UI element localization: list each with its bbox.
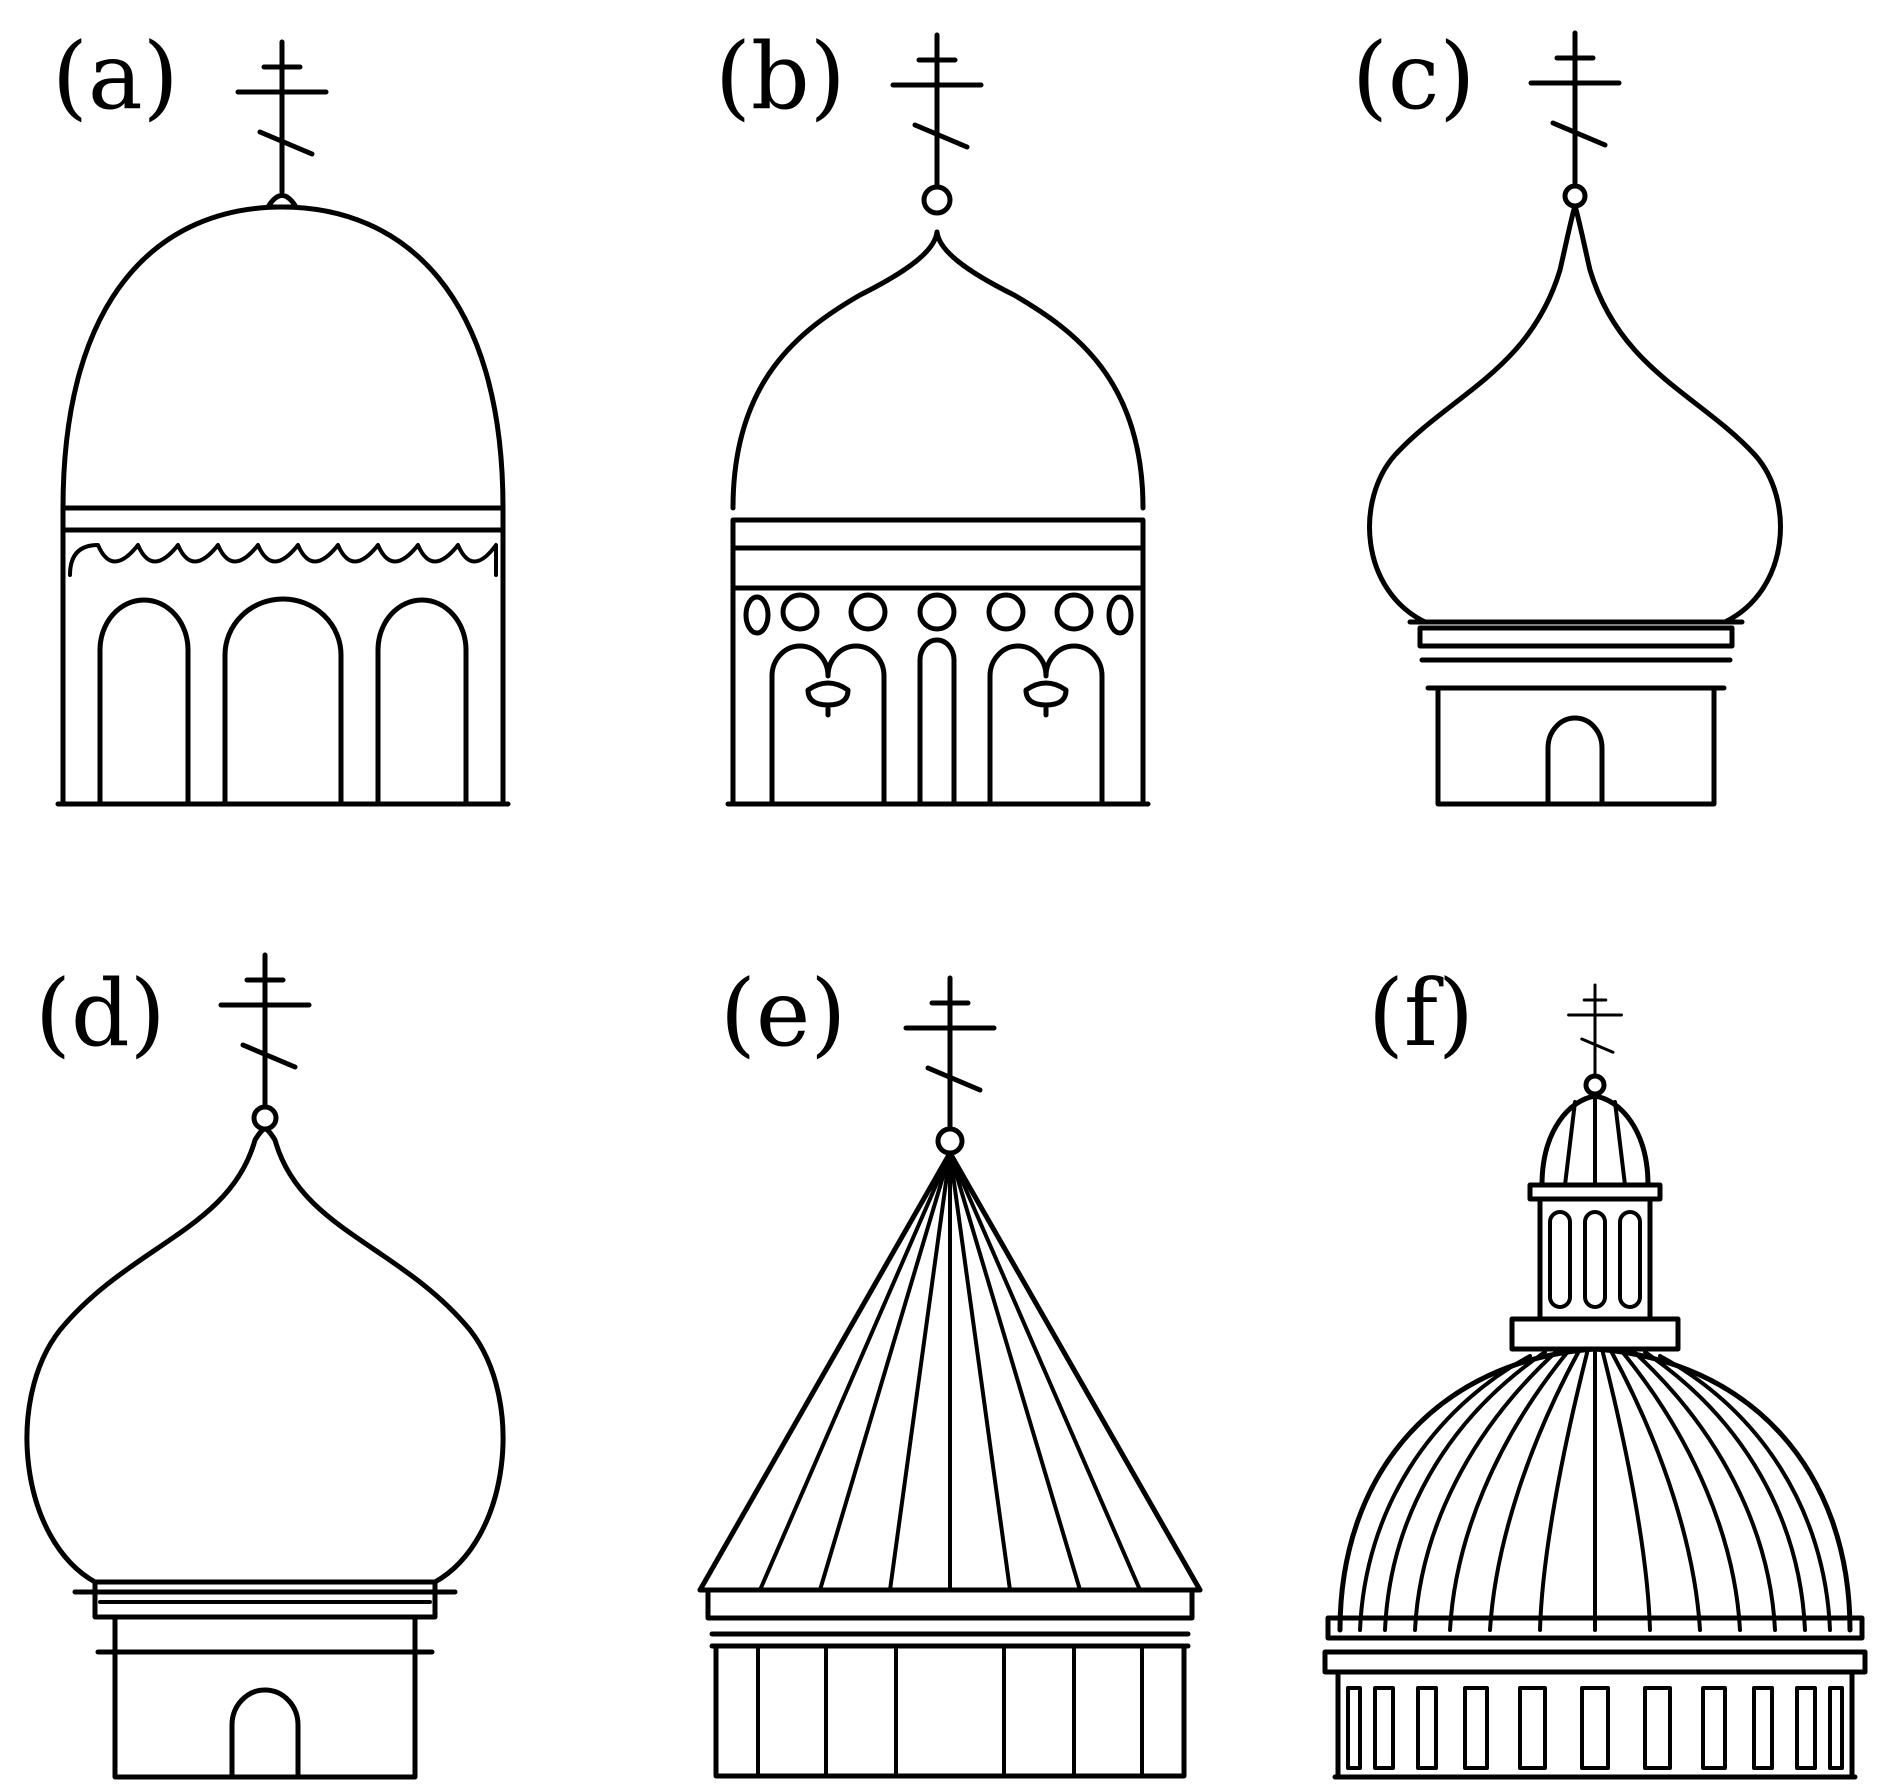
dome-finial [935, 1126, 965, 1156]
ribbed-dome [1337, 1346, 1853, 1633]
helmet-dome [730, 229, 1146, 511]
drum [1322, 1615, 1868, 1780]
cross-icon [221, 955, 309, 1105]
arch-door [229, 1687, 301, 1780]
dome-finial [251, 1104, 279, 1132]
panel-label-c: (c) [1352, 23, 1475, 130]
panel-b: (b) [715, 23, 1151, 807]
panel-label-e: (e) [720, 960, 846, 1067]
dome-finial [1583, 1073, 1607, 1097]
pendant-ornament [1023, 680, 1069, 718]
drum [1407, 619, 1745, 807]
panel-label-d: (d) [35, 960, 166, 1067]
drum [55, 505, 511, 807]
cross-icon [1567, 983, 1623, 1077]
drum [725, 517, 1151, 807]
panel-c: (c) [1352, 23, 1783, 807]
tent-roof [697, 1150, 1203, 1593]
dome-finial [1562, 183, 1588, 209]
bead-frieze [743, 592, 1134, 636]
panel-label-a: (a) [52, 23, 179, 130]
double-arch-window [769, 643, 887, 807]
arch-window [375, 597, 469, 807]
double-arch-window [987, 643, 1105, 807]
cross-icon [1531, 33, 1619, 183]
scalloped-frieze [68, 543, 498, 577]
cross-icon [238, 42, 326, 192]
drum [72, 1579, 458, 1780]
narrow-arch-window [917, 637, 957, 807]
panel-d: (d) [24, 955, 506, 1780]
panel-label-f: (f) [1368, 960, 1474, 1067]
arch-window [97, 597, 191, 807]
drum [697, 1587, 1203, 1779]
panel-f: (f) [1322, 960, 1868, 1780]
onion-dome [1367, 203, 1783, 625]
semicircular-dome [60, 204, 506, 511]
onion-dome [24, 1126, 506, 1585]
panel-label-b: (b) [715, 23, 846, 130]
lantern [1509, 1093, 1681, 1352]
arch-door [1545, 715, 1605, 807]
cross-icon [906, 978, 994, 1128]
cross-icon [893, 35, 981, 185]
panel-a: (a) [52, 23, 511, 807]
arch-window [222, 596, 344, 807]
panel-e: (e) [697, 960, 1203, 1779]
dome-finial [921, 184, 953, 216]
pendant-ornament [805, 680, 851, 718]
